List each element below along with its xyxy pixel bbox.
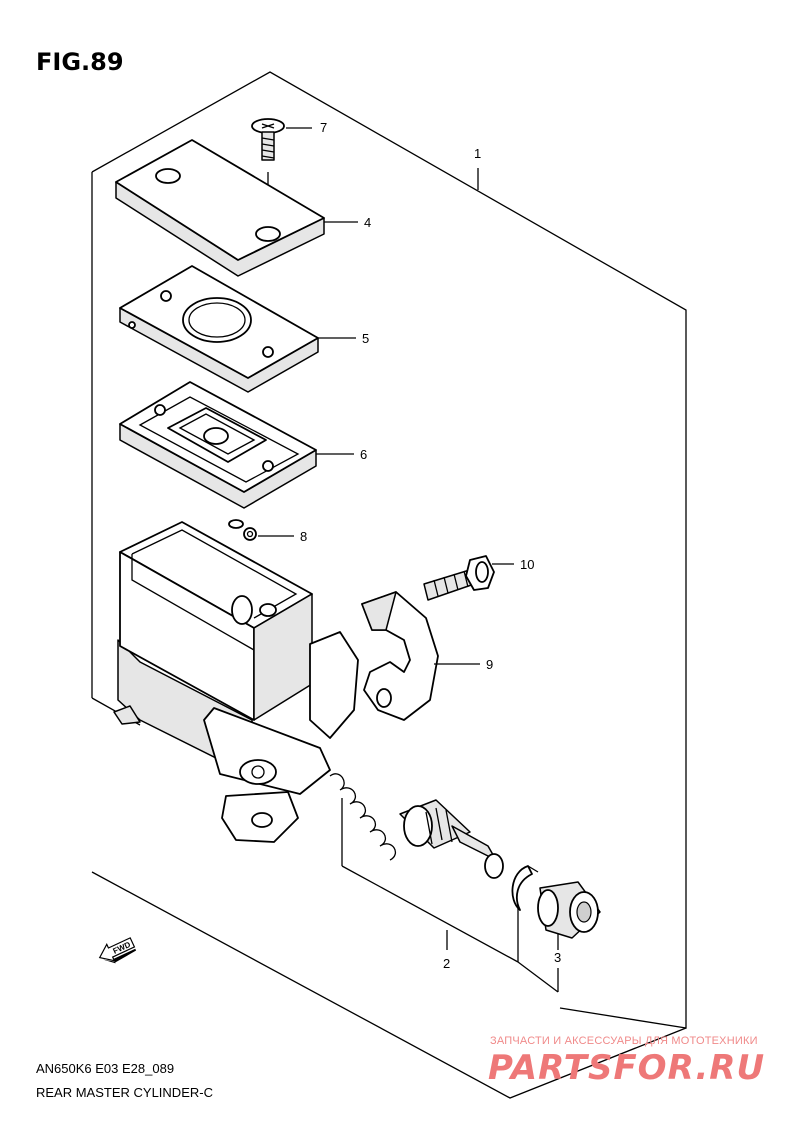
circlip-part[interactable] [511, 865, 539, 911]
leader-lines [258, 127, 559, 993]
bolt-part[interactable] [423, 555, 495, 601]
clip-part[interactable] [228, 519, 257, 541]
assembly-outline [91, 71, 687, 1099]
screw-part[interactable] [251, 118, 285, 161]
diaphragm-plate-part[interactable] [119, 265, 319, 393]
part-ref-9: 9 [486, 657, 493, 672]
watermark-tagline: ЗАПЧАСТИ И АКСЕССУАРЫ ДЛЯ МОТОТЕХНИКИ [490, 1035, 758, 1047]
figure-title: FIG.89 [36, 48, 124, 76]
figure-name: REAR MASTER CYLINDER-C [36, 1085, 213, 1100]
piston-set-part[interactable] [329, 773, 504, 879]
reservoir-cap-part[interactable] [115, 139, 325, 277]
part-ref-1: 1 [474, 146, 481, 161]
figure-code: AN650K6 E03 E28_089 [36, 1061, 175, 1076]
part-ref-4: 4 [364, 215, 371, 230]
boot-part[interactable] [537, 881, 601, 939]
clamp-part[interactable] [361, 591, 439, 721]
fwd-arrow-icon: FWD [98, 937, 137, 964]
part-ref-2: 2 [443, 956, 450, 971]
part-ref-3: 3 [554, 950, 561, 965]
part-ref-7: 7 [320, 120, 327, 135]
watermark-logo: PARTSFOR.RU [488, 1048, 766, 1088]
part-ref-8: 8 [300, 529, 307, 544]
master-cylinder-body[interactable] [113, 521, 359, 843]
part-ref-10: 10 [520, 557, 534, 572]
part-ref-6: 6 [360, 447, 367, 462]
diaphragm-part[interactable] [119, 381, 317, 509]
part-ref-5: 5 [362, 331, 369, 346]
